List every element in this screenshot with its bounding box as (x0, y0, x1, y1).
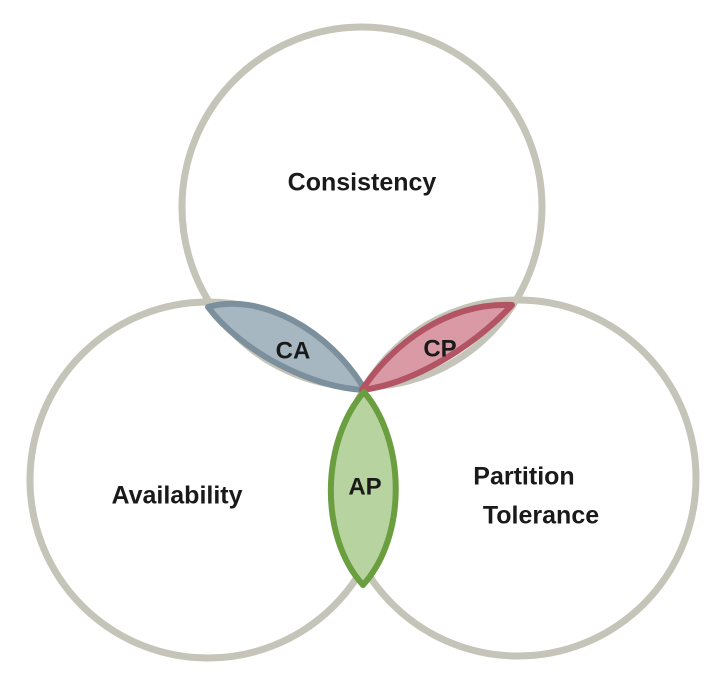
partition-tolerance-label-line1: Partition (473, 463, 574, 491)
ap-label: AP (348, 473, 381, 500)
partition-tolerance-label-line2: Tolerance (483, 502, 599, 530)
consistency-label: Consistency (288, 169, 437, 197)
cp-label: CP (423, 335, 456, 362)
ca-label: CA (276, 337, 311, 364)
availability-label: Availability (111, 482, 242, 510)
ap-intersection (327, 389, 399, 588)
